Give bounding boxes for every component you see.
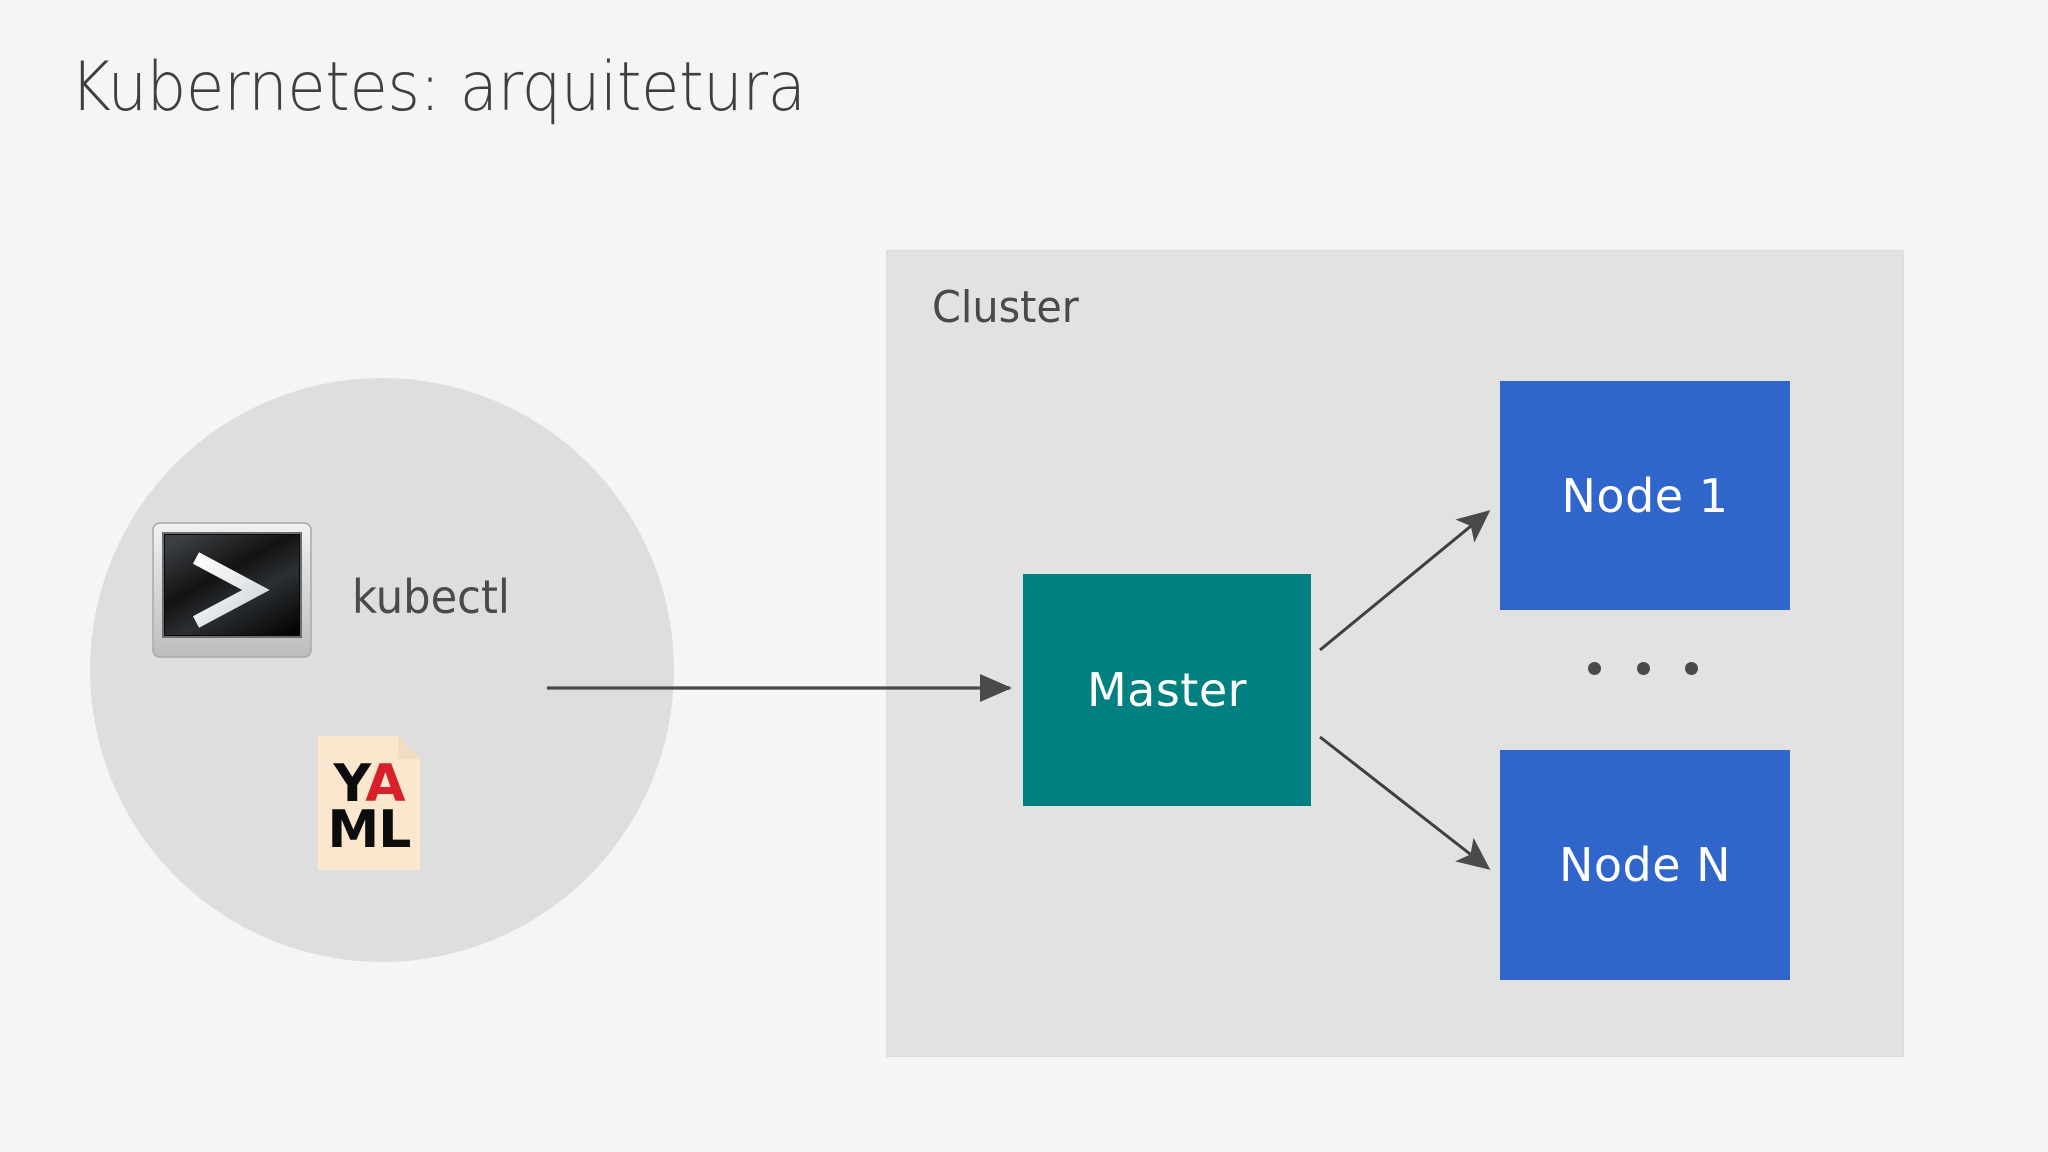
terminal-icon[interactable] [152,522,312,658]
ellipsis-dot [1636,661,1650,675]
master-node-box[interactable]: Master [1023,574,1311,806]
cluster-label: Cluster [932,282,1079,333]
ellipsis-dot [1685,661,1698,675]
client-side-circle [90,378,674,962]
kubectl-label: kubectl [352,570,510,624]
nodes-ellipsis-icon [1588,648,1698,688]
yaml-text-row-1: YA [318,758,420,810]
ellipsis-dot [1588,661,1601,675]
page-title: Kubernetes: arquitetura [70,48,806,127]
yaml-text-row-2: ML [327,800,412,860]
yaml-file-icon[interactable]: YA ML [318,736,420,870]
yaml-letter-a: A [365,754,405,814]
worker-node-1-box[interactable]: Node 1 [1500,381,1790,610]
worker-node-n-box[interactable]: Node N [1500,750,1790,980]
yaml-letter-y: Y [333,754,367,814]
